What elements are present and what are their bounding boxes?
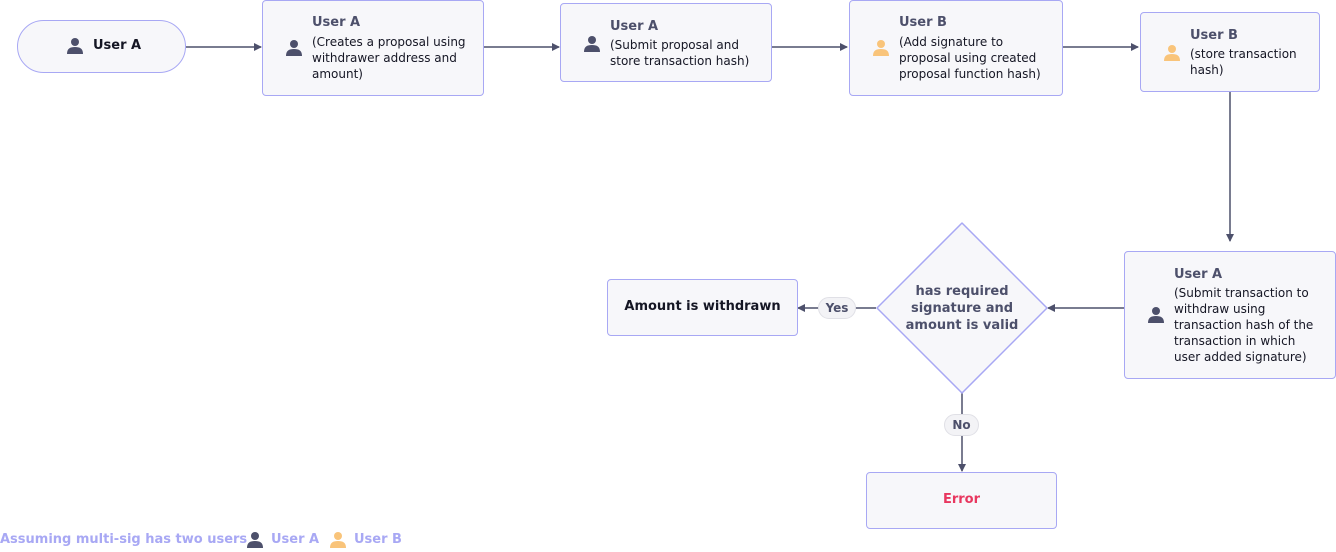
step-user: User B [1190,28,1238,43]
decision-text: has required signature and amount is val… [877,283,1047,334]
step-text-line: store transaction hash) [610,54,750,68]
step-create-proposal: User A (Creates a proposal using withdra… [262,0,484,96]
step-text-line: (store transaction [1190,47,1297,61]
decision-line: amount is valid [905,318,1019,333]
start-node: User A [17,20,186,73]
user-b-icon [872,39,890,57]
step-text-line: user added signature) [1174,350,1307,364]
user-b-icon [329,531,347,549]
decision-line: signature and [910,301,1014,316]
user-a-icon [583,35,601,53]
step-submit-transaction: User A (Submit transaction to withdraw u… [1124,251,1336,379]
result-withdrawn: Amount is withdrawn [607,279,798,336]
step-text-line: hash) [1190,63,1224,77]
result-withdrawn-label: Amount is withdrawn [624,299,781,314]
step-text-line: proposal function hash) [899,67,1041,81]
step-text-line: (Creates a proposal using [312,35,466,49]
step-text-line: (Submit proposal and [610,38,739,52]
step-user: User A [312,15,361,30]
result-error: Error [866,472,1057,529]
user-a-icon [66,37,84,55]
no-badge: No [944,414,979,436]
user-a-icon [1147,306,1165,324]
step-text-line: proposal using created [899,51,1037,65]
start-label: User A [93,38,142,53]
step-user: User A [1174,267,1223,282]
step-text-line: (Add signature to [899,35,1004,49]
user-b-icon [1163,44,1181,62]
step-store-hash: User B (store transaction hash) [1140,12,1320,92]
step-text-line: transaction hash of the [1174,318,1314,332]
legend-user-b: User B [354,532,402,547]
step-text-line: transaction in which [1174,334,1296,348]
step-user: User B [899,15,947,30]
step-text-line: withdraw using [1174,302,1266,316]
yes-badge: Yes [818,297,856,319]
step-submit-proposal: User A (Submit proposal and store transa… [560,3,772,82]
step-text-line: amount) [312,67,363,81]
user-a-icon [246,531,264,549]
result-error-label: Error [942,492,981,507]
step-user: User A [610,19,659,34]
legend-caption: Assuming multi-sig has two users [0,532,248,547]
legend-user-a: User A [271,532,320,547]
step-add-signature: User B (Add signature to proposal using … [849,0,1063,96]
step-text-line: withdrawer address and [312,51,457,65]
step-text-line: (Submit transaction to [1174,286,1309,300]
decision-line: has required [915,284,1009,299]
decision-diamond [876,222,1048,394]
user-a-icon [285,39,303,57]
